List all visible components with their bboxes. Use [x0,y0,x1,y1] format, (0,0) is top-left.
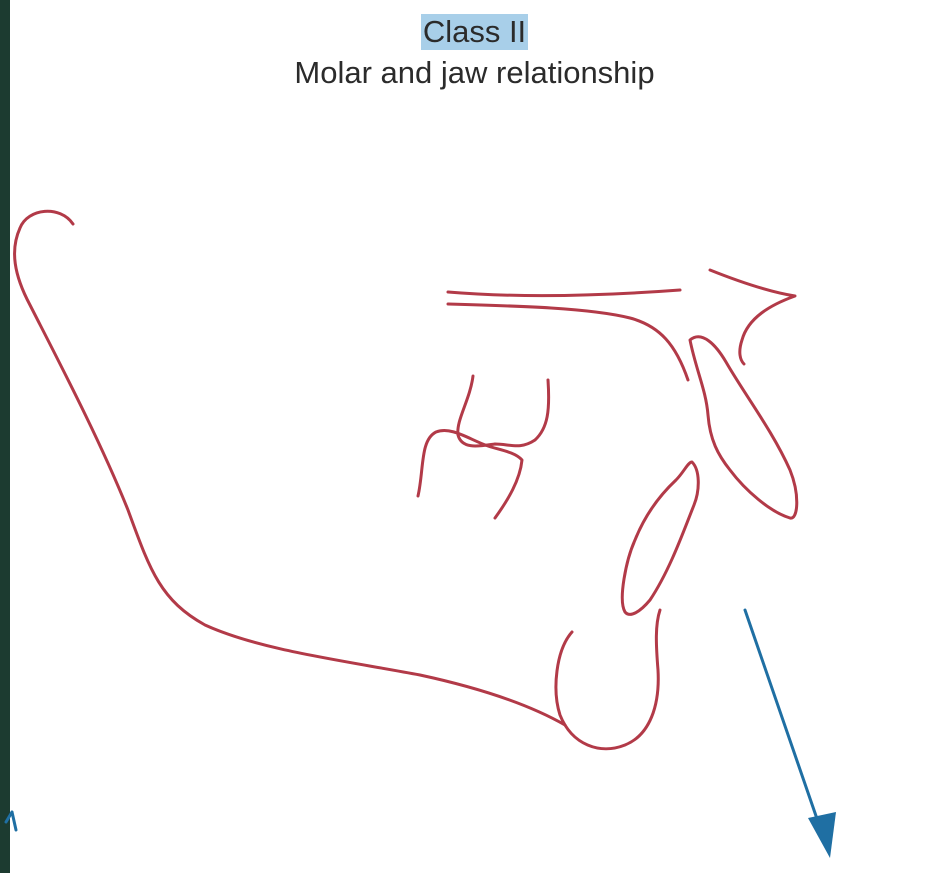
nose-tip [710,270,795,364]
upper-molar [458,376,549,446]
maxilla-line-upper [448,290,680,296]
mandible-outline [15,211,565,725]
growth-direction-arrow [745,610,825,842]
maxilla-line-lower [448,304,688,380]
arrow-head-icon [808,812,836,858]
partial-arrow-mark [6,812,16,830]
lower-incisor [622,462,698,614]
chin-outline [556,610,660,749]
